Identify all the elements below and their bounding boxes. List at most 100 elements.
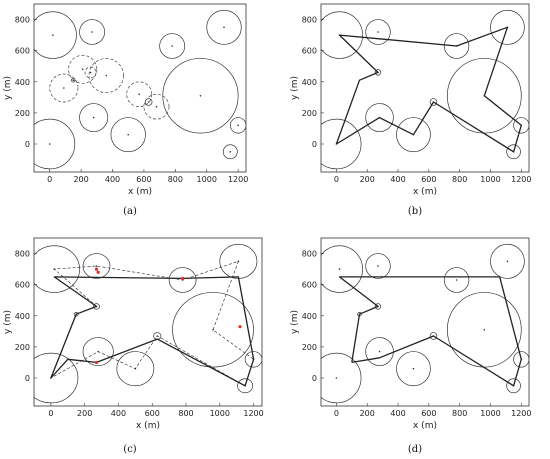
y-tick-label: 600 <box>302 281 317 290</box>
coverage-circle <box>110 117 146 153</box>
coverage-circle <box>82 253 111 279</box>
solid-route <box>338 276 522 387</box>
dashed-circle-center <box>89 71 92 74</box>
plot-area <box>321 243 529 404</box>
y-tick-label: 200 <box>15 109 30 118</box>
y-axis-label: y (m) <box>290 76 300 100</box>
coverage-circle <box>34 352 79 404</box>
dashed-coverage-circle <box>126 81 153 108</box>
circle-center <box>338 268 341 270</box>
coverage-circle <box>365 103 394 132</box>
coverage-circle <box>116 351 155 387</box>
circle-center <box>378 350 381 353</box>
y-tick-label: 400 <box>15 312 30 321</box>
coverage-circle <box>321 118 362 170</box>
coverage-circle <box>206 9 242 45</box>
dashed-circle-center <box>105 74 108 77</box>
panel-label-b: (b) <box>408 206 422 217</box>
x-tick-label: 800 <box>168 175 183 184</box>
circle-center <box>223 26 225 29</box>
coverage-circle <box>374 69 382 76</box>
plot-frame <box>320 237 530 407</box>
y-tick-label: 0 <box>25 374 30 383</box>
panel-label-c: (c) <box>123 444 137 455</box>
red-marker <box>94 360 99 365</box>
circle-center <box>455 279 458 281</box>
red-marker <box>238 325 242 329</box>
circle-center <box>171 45 173 47</box>
x-tick-label: 1200 <box>511 409 531 418</box>
x-tick-label: 800 <box>452 409 467 418</box>
coverage-circle <box>71 78 76 83</box>
circle-center <box>199 94 202 97</box>
coverage-circle <box>374 303 382 310</box>
y-tick-label: 800 <box>15 250 30 259</box>
red-marker <box>96 270 100 274</box>
coverage-circle <box>73 312 79 317</box>
panel-label-a: (a) <box>123 206 137 217</box>
circle-center <box>483 328 486 331</box>
coverage-circle <box>229 117 246 134</box>
solid-route <box>335 26 522 153</box>
plot-area <box>321 9 529 170</box>
y-axis-label: y (m) <box>3 76 13 100</box>
y-tick-label: 400 <box>15 78 30 87</box>
x-axis-label: x (m) <box>413 187 437 197</box>
dashed-coverage-circle <box>143 93 170 120</box>
dashed-circle-center <box>155 105 158 108</box>
coverage-circle <box>443 267 470 293</box>
circle-center <box>52 34 54 36</box>
circle-center <box>95 265 98 267</box>
coverage-circle <box>79 19 106 45</box>
plot-area <box>34 243 262 404</box>
coverage-circle <box>159 33 186 59</box>
coverage-circle <box>79 103 109 132</box>
y-tick-label: 200 <box>15 343 30 352</box>
dashed-circle-center <box>63 87 65 89</box>
coverage-circle <box>396 117 431 153</box>
dashed-circle-center <box>81 68 84 71</box>
x-tick-label: 400 <box>105 175 120 184</box>
circle-center <box>412 367 415 370</box>
y-tick-label: 0 <box>312 374 317 383</box>
x-tick-label: 0 <box>47 175 52 184</box>
x-tick-label: 0 <box>48 409 53 418</box>
coverage-circle <box>321 352 362 404</box>
coverage-circle <box>34 11 77 59</box>
x-tick-label: 800 <box>178 409 193 418</box>
coverage-circle <box>168 267 197 293</box>
y-tick-label: 600 <box>15 47 30 56</box>
x-tick-label: 0 <box>334 409 339 418</box>
circle-center <box>229 150 232 153</box>
coverage-circle <box>429 98 438 106</box>
circle-center <box>335 377 338 379</box>
x-axis-label: x (m) <box>136 421 160 431</box>
coverage-circle <box>490 9 525 45</box>
y-axis-label: y (m) <box>290 310 300 334</box>
coverage-circle <box>365 253 391 279</box>
circle-center <box>377 31 379 33</box>
coverage-circle <box>237 378 254 394</box>
y-tick-label: 600 <box>15 281 30 290</box>
coverage-circle <box>93 303 100 310</box>
circle-center <box>147 101 150 103</box>
circle-center <box>237 124 239 127</box>
circle-center <box>92 116 95 119</box>
x-tick-label: 400 <box>111 409 126 418</box>
x-tick-label: 1000 <box>480 175 500 184</box>
coverage-circle <box>506 378 521 394</box>
x-tick-label: 200 <box>360 409 375 418</box>
panel-label-d: (d) <box>408 444 422 455</box>
red-marker <box>94 267 99 271</box>
x-tick-label: 1000 <box>197 175 217 184</box>
x-tick-label: 0 <box>334 175 339 184</box>
plot-frame <box>33 237 263 407</box>
y-tick-label: 800 <box>302 16 317 25</box>
red-marker <box>181 276 185 281</box>
coverage-circle <box>429 332 438 340</box>
x-tick-label: 400 <box>390 409 405 418</box>
plot-area <box>34 9 246 170</box>
dashed-coverage-circle <box>68 54 98 84</box>
coverage-circle <box>396 351 431 387</box>
